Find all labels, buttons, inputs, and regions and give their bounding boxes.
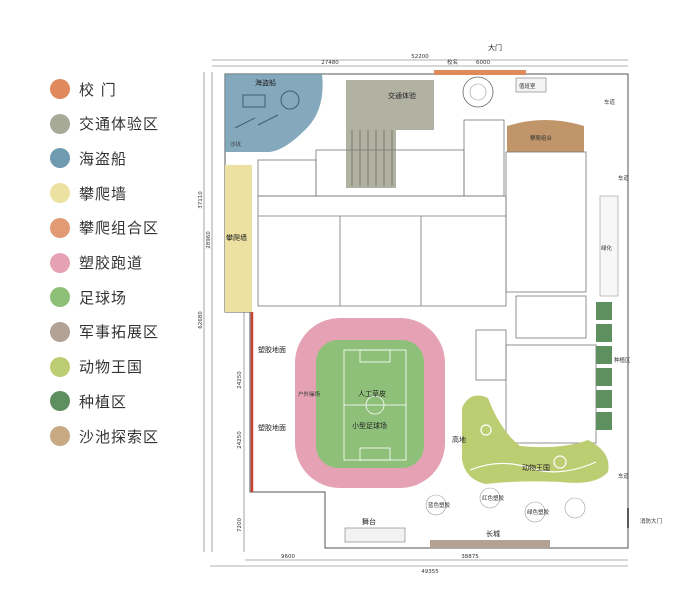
legend-swatch <box>50 217 70 238</box>
legend-item: 攀爬墙 <box>50 178 127 208</box>
climbing-wall-label: 攀爬墙 <box>226 233 247 242</box>
legend-label: 海盗船 <box>79 149 128 168</box>
pirate-ship-icon <box>234 90 300 129</box>
duty-room-label: 值班室 <box>519 82 536 90</box>
football-field <box>316 340 424 468</box>
colored-plastic-label-3: 绿色塑胶 <box>527 508 550 516</box>
dim-left-d: 24250 <box>237 431 243 449</box>
legend-label: 足球场 <box>79 288 128 307</box>
legend-item: 军事拓展区 <box>50 317 159 347</box>
legend-item: 交通体验区 <box>50 109 159 139</box>
animal-label: 动物王国 <box>522 463 550 472</box>
plastic-ground-label-2: 塑胶地面 <box>258 423 286 432</box>
legend-swatch <box>50 356 70 377</box>
stage-label: 舞台 <box>362 517 376 526</box>
pirate-ship-label: 海盗船 <box>255 78 276 87</box>
legend-label: 校 门 <box>79 80 117 99</box>
legend-item: 动物王国 <box>50 352 143 382</box>
legend-label: 军事拓展区 <box>79 323 160 342</box>
plastic-circles <box>425 487 586 523</box>
dim-bottom-a: 9600 <box>281 554 295 560</box>
dim-top-total: 52200 <box>411 54 429 60</box>
dim-left-a: 37110 <box>198 191 204 209</box>
stage <box>344 527 406 543</box>
sand-pool-label: 沙坑 <box>230 140 242 148</box>
animal-kingdom-area <box>462 395 609 484</box>
colored-plastic-label-1: 蓝色塑胶 <box>428 501 451 509</box>
gate-fountain-inner <box>469 83 487 101</box>
field-label: 小型足球场 <box>352 421 387 430</box>
legend-swatch <box>50 287 70 308</box>
legend-item: 校 门 <box>50 74 117 104</box>
legend-swatch <box>50 391 70 412</box>
dimension-lines <box>203 59 628 567</box>
legend-item: 种植区 <box>50 386 127 416</box>
duty-room <box>515 77 547 93</box>
dim-top-a: 27480 <box>321 60 339 66</box>
legend-label: 交通体验区 <box>79 115 160 134</box>
climbing-wall-area <box>225 165 252 312</box>
legend-swatch <box>50 183 70 204</box>
planting-label: 种植区 <box>614 356 631 364</box>
planting-area <box>596 302 612 430</box>
highland-label: 高地 <box>452 435 466 444</box>
legend-swatch <box>50 426 70 446</box>
legend-label: 塑胶跑道 <box>79 254 144 272</box>
legend-label: 动物王国 <box>79 358 144 377</box>
greening-strip <box>599 195 619 297</box>
climb-combo-area <box>507 120 584 152</box>
dim-left-e: 7200 <box>237 518 243 532</box>
climb-combo-label: 攀爬组合 <box>530 134 553 142</box>
turf-label: 人工草皮 <box>358 389 386 398</box>
legend-label: 沙池探索区 <box>79 427 160 446</box>
field-markings <box>343 349 407 461</box>
greening-label: 绿化 <box>601 244 613 252</box>
legend-label: 攀爬墙 <box>79 184 128 203</box>
colored-plastic-label-2: 红色塑胶 <box>482 494 505 502</box>
runway-label: 户外操场 <box>298 390 321 398</box>
dim-left-total: 62680 <box>198 311 204 329</box>
legend-swatch <box>50 252 70 273</box>
gate-bar <box>434 70 526 75</box>
legend-swatch <box>50 148 70 169</box>
gate-label: 大门 <box>488 43 502 52</box>
driveway-label-3: 车道 <box>618 472 630 480</box>
legend-item: 沙池探索区 <box>50 421 159 451</box>
plastic-ground-label-1: 塑胶地面 <box>258 345 286 354</box>
traffic-area-label: 交通体验 <box>388 91 416 100</box>
dim-bottom-total: 49355 <box>421 569 439 575</box>
gate-sub-label: 校名 <box>447 58 458 66</box>
legend-item: 攀爬组合区 <box>50 213 159 243</box>
dim-left-c: 24250 <box>237 371 243 389</box>
legend-label: 种植区 <box>79 392 128 411</box>
legend-swatch <box>50 79 70 99</box>
animal-paths <box>469 424 597 473</box>
driveway-label-1: 车道 <box>604 98 616 106</box>
legend-item: 足球场 <box>50 282 127 312</box>
pirate-ship-area <box>225 74 323 152</box>
long-wall <box>430 540 550 548</box>
traffic-area <box>346 80 396 188</box>
traffic-lanes <box>351 130 393 186</box>
gate-fountain <box>462 76 494 108</box>
fire-gate-label: 消防大门 <box>640 517 662 525</box>
driveway-label-2: 车道 <box>618 174 630 182</box>
main-building <box>257 119 597 444</box>
legend-swatch <box>50 321 70 342</box>
legend-item: 塑胶跑道 <box>50 248 143 278</box>
dim-top-b: 6000 <box>476 60 490 66</box>
dim-left-b: 28960 <box>206 231 212 249</box>
traffic-area-ext <box>396 80 434 130</box>
legend-item: 海盗船 <box>50 143 127 173</box>
dim-bottom-b: 38875 <box>461 554 479 560</box>
legend-label: 攀爬组合区 <box>79 219 160 238</box>
legend-swatch <box>50 113 70 134</box>
long-wall-label: 长城 <box>486 529 500 538</box>
